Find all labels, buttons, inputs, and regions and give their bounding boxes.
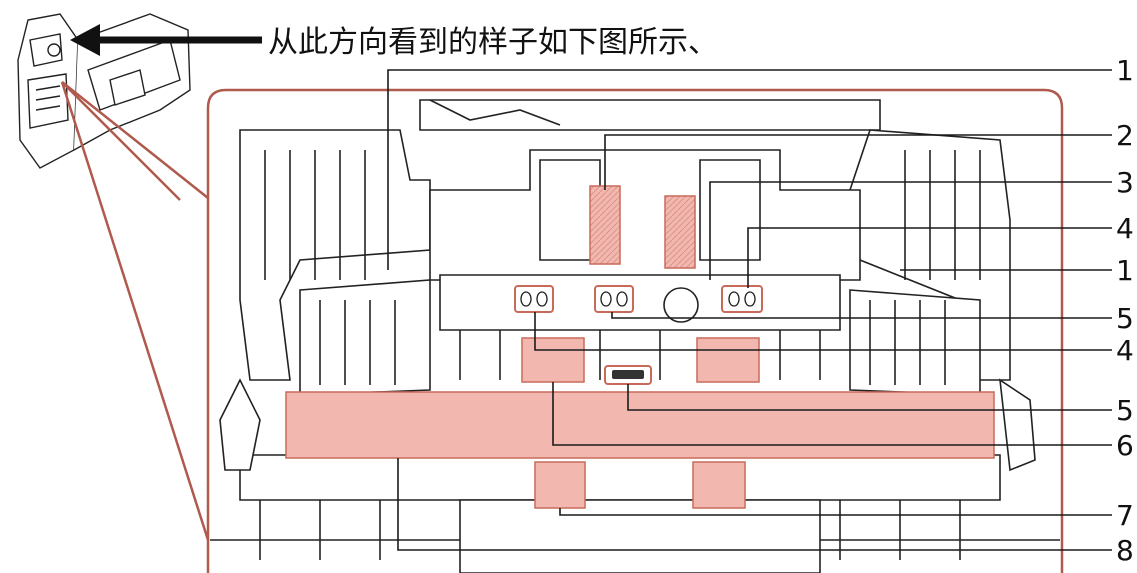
part-3-roller bbox=[664, 195, 696, 269]
zoom-connector-lines bbox=[60, 81, 210, 541]
part-2-roller bbox=[589, 185, 621, 265]
callout-4-lower: 4 bbox=[1116, 334, 1134, 367]
view-caption: 从此方向看到的样子如下图所示、 bbox=[268, 25, 718, 60]
part-6-roller-right bbox=[696, 337, 760, 383]
callout-1-top: 1 bbox=[1116, 54, 1134, 87]
scanner-mechanism bbox=[210, 99, 1060, 573]
callout-4-upper: 4 bbox=[1116, 212, 1134, 245]
callout-5-lower: 5 bbox=[1116, 394, 1134, 427]
callout-7: 7 bbox=[1116, 499, 1134, 532]
part-8-glass bbox=[285, 391, 995, 459]
leader-lines bbox=[387, 69, 1112, 551]
part-7-roller-right bbox=[692, 461, 746, 509]
part-6-roller-left bbox=[521, 337, 585, 383]
callout-1-right: 1 bbox=[1116, 254, 1134, 287]
part-4-sensor-right bbox=[721, 285, 763, 313]
callout-3: 3 bbox=[1116, 166, 1134, 199]
part-7-roller-left bbox=[534, 461, 586, 509]
zoom-frame bbox=[206, 88, 1064, 573]
callout-labels: 1 2 3 4 1 5 4 5 6 7 8 bbox=[1116, 54, 1134, 567]
part-5-sensor-window bbox=[612, 370, 644, 379]
callout-6: 6 bbox=[1116, 429, 1134, 462]
callout-2: 2 bbox=[1116, 119, 1134, 152]
view-direction-arrow bbox=[70, 24, 262, 56]
callout-8: 8 bbox=[1116, 534, 1134, 567]
callout-5-upper: 5 bbox=[1116, 302, 1134, 335]
